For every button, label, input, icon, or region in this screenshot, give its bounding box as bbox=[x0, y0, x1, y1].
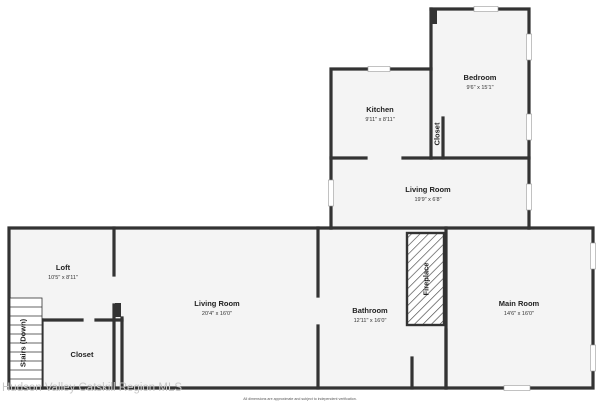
room-name-living-room-lower: Living Room bbox=[194, 299, 240, 308]
room-name-bedroom: Bedroom bbox=[464, 73, 497, 82]
watermark: Hudson Valley Catskill Region MLS bbox=[2, 382, 182, 394]
room-name-bathroom: Bathroom bbox=[352, 306, 388, 315]
room-name-kitchen: Kitchen bbox=[366, 105, 394, 114]
room-name-main-room: Main Room bbox=[499, 299, 540, 308]
room-dims-bathroom: 12'11" x 16'0" bbox=[354, 318, 387, 324]
room-name-closet-upper: Closet bbox=[433, 122, 442, 145]
room-name-stairs: Stairs (Down) bbox=[19, 318, 28, 367]
wall-stubs bbox=[115, 10, 437, 317]
room-name-fireplace: Fireplace bbox=[422, 263, 431, 296]
footer-note: All dimensions are approximate and subje… bbox=[243, 397, 356, 401]
room-dims-kitchen: 9'11" x 8'11" bbox=[365, 117, 394, 123]
floor-fills bbox=[9, 9, 593, 388]
room-dims-main-room: 14'6" x 16'0" bbox=[504, 311, 534, 317]
windows bbox=[328, 6, 596, 391]
room-name-loft: Loft bbox=[56, 263, 71, 272]
room-name-living-room-upper: Living Room bbox=[405, 185, 451, 194]
room-dims-living-room-lower: 20'4" x 16'0" bbox=[202, 311, 232, 317]
fireplace-icon bbox=[405, 231, 446, 327]
room-labels: Bedroom 9'6" x 15'1" Kitchen 9'11" x 8'1… bbox=[19, 73, 540, 367]
room-dims-loft: 10'5" x 8'11" bbox=[48, 275, 78, 281]
stairs-icon bbox=[9, 297, 43, 388]
room-dims-bedroom: 9'6" x 15'1" bbox=[466, 85, 493, 91]
room-name-closet-lower: Closet bbox=[71, 350, 94, 359]
room-dims-living-room-upper: 19'9" x 6'8" bbox=[414, 197, 441, 203]
